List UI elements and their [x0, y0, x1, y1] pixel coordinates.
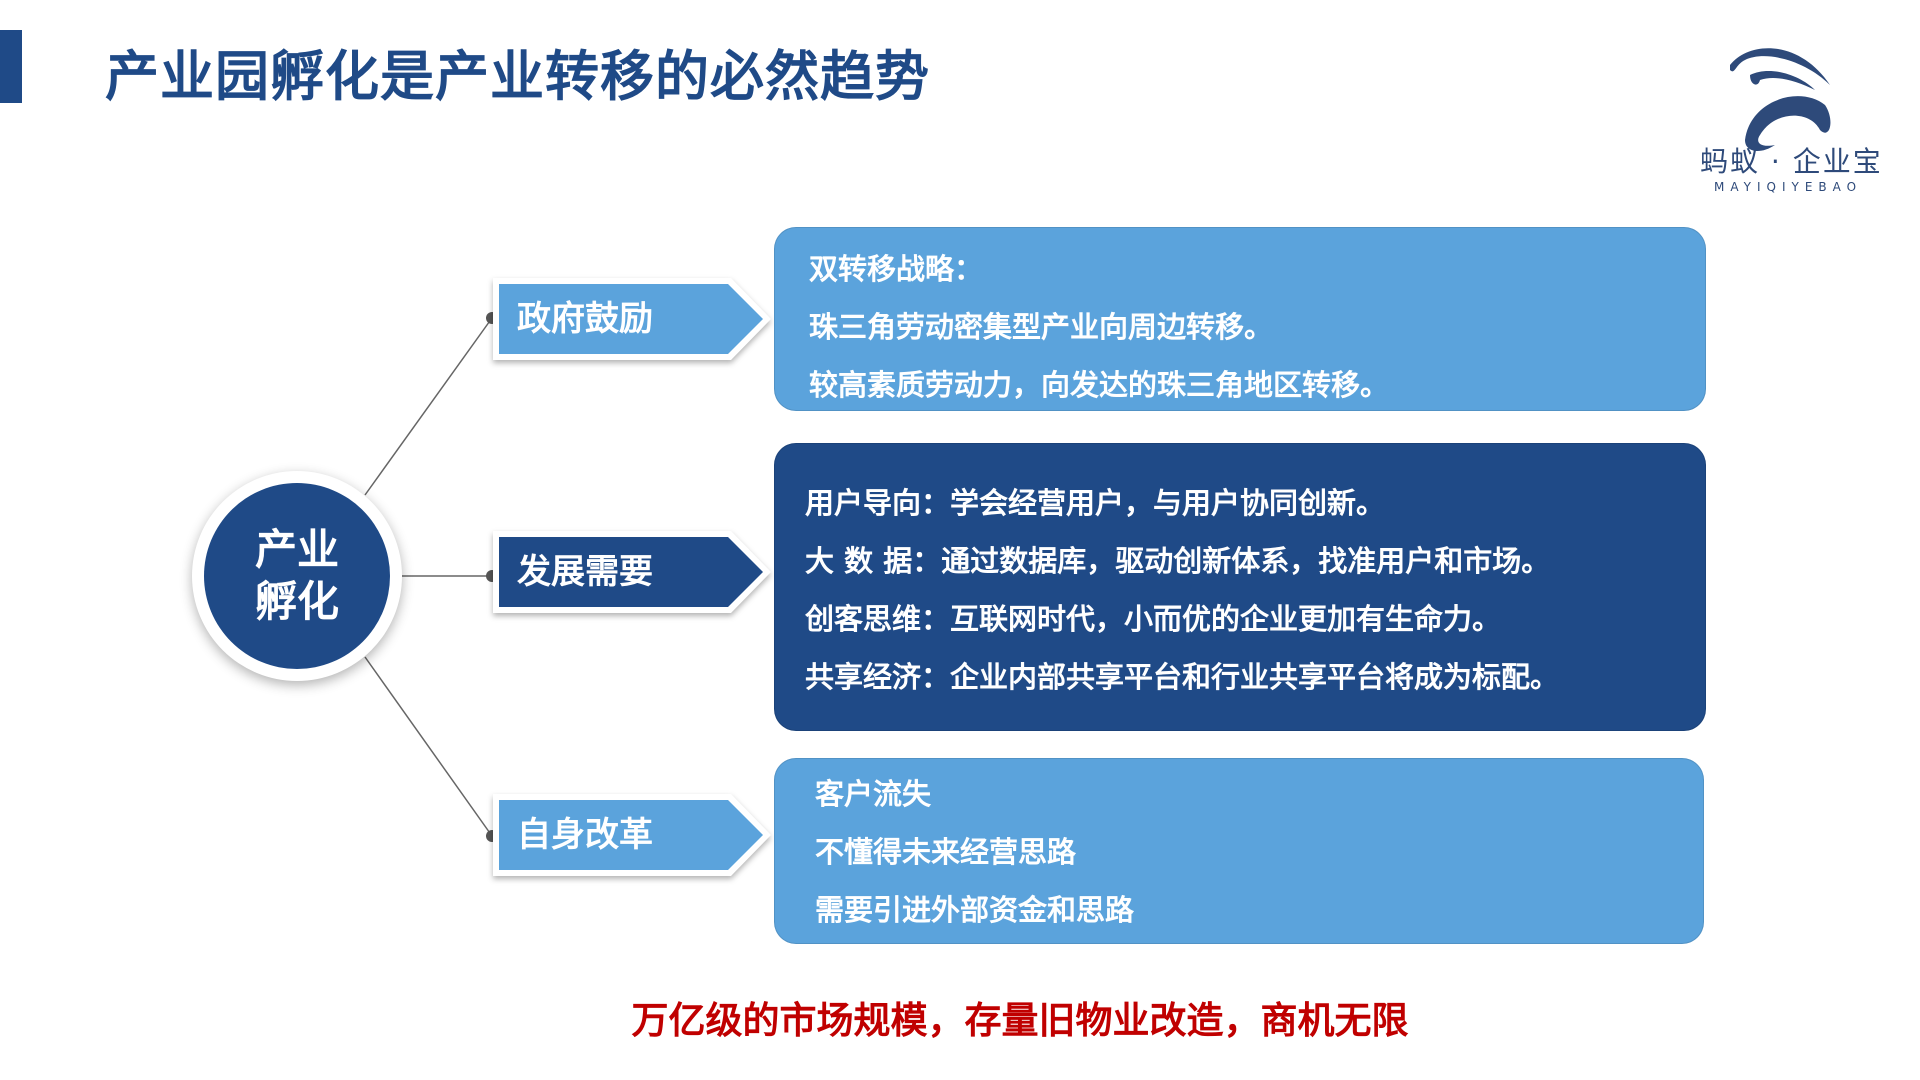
content-line: 不懂得未来经营思路: [815, 835, 1077, 869]
title-accent-bar: [0, 30, 22, 103]
logo-text-en: MAYIQIYEBAO: [1714, 180, 1863, 194]
branch-tag-government: 政府鼓励: [493, 278, 771, 360]
center-node-line1: 产业: [254, 525, 339, 574]
content-line: 需要引进外部资金和思路: [815, 893, 1135, 927]
page-title: 产业园孵化是产业转移的必然趋势: [105, 45, 930, 108]
branch-label: 自身改革: [517, 815, 653, 855]
content-line: 较高素质劳动力，向发达的珠三角地区转移。: [809, 368, 1390, 402]
branch-tag-development: 发展需要: [493, 531, 771, 613]
content-line: 客户流失: [815, 777, 932, 811]
logo-icon: [1730, 48, 1831, 152]
branch-label: 政府鼓励: [517, 299, 653, 339]
content-box-government: 双转移战略： 珠三角劳动密集型产业向周边转移。 较高素质劳动力，向发达的珠三角地…: [774, 227, 1706, 411]
footer-highlight: 万亿级的市场规模，存量旧物业改造，商机无限: [631, 999, 1409, 1042]
center-node: 产业孵化: [204, 483, 390, 669]
content-line: 共享经济：企业内部共享平台和行业共享平台将成为标配。: [805, 660, 1560, 694]
content-line: 双转移战略：: [809, 252, 984, 286]
content-line: 大 数 据：通过数据库，驱动创新体系，找准用户和市场。: [805, 544, 1551, 578]
content-box-reform: 客户流失 不懂得未来经营思路 需要引进外部资金和思路: [774, 758, 1704, 944]
content-line: 创客思维：互联网时代，小而优的企业更加有生命力。: [805, 602, 1502, 636]
branch-tag-reform: 自身改革: [493, 794, 771, 876]
connector-line-3: [364, 656, 493, 837]
branch-label: 发展需要: [517, 552, 653, 592]
content-line: 用户导向：学会经营用户，与用户协同创新。: [805, 486, 1386, 520]
connector-line-1: [364, 317, 493, 496]
content-line: 珠三角劳动密集型产业向周边转移。: [809, 310, 1274, 344]
logo-text-cn: 蚂蚁 · 企业宝: [1700, 145, 1883, 178]
center-node-line2: 孵化: [254, 577, 339, 626]
content-box-development: 用户导向：学会经营用户，与用户协同创新。 大 数 据：通过数据库，驱动创新体系，…: [774, 443, 1706, 731]
